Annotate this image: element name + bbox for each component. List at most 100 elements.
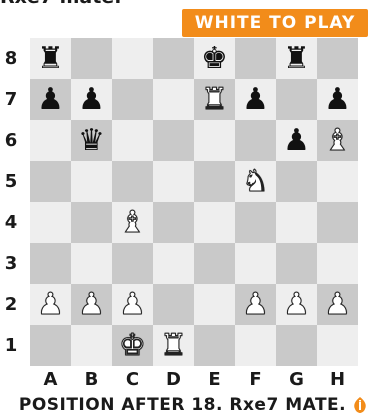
square-e6[interactable]	[194, 120, 235, 161]
white-bishop-icon[interactable]: ♝	[324, 126, 351, 156]
square-h6[interactable]: ♝	[317, 120, 358, 161]
file-label-d: D	[153, 368, 194, 390]
square-e3[interactable]	[194, 243, 235, 284]
rank-label-6: 6	[2, 120, 20, 161]
square-a4[interactable]	[30, 202, 71, 243]
square-f8[interactable]	[235, 38, 276, 79]
white-bishop-icon[interactable]: ♝	[119, 208, 146, 238]
square-f7[interactable]: ♟	[235, 79, 276, 120]
white-rook-icon[interactable]: ♜	[160, 331, 187, 361]
square-b1[interactable]	[71, 325, 112, 366]
black-queen-icon[interactable]: ♛	[78, 126, 105, 156]
square-f6[interactable]	[235, 120, 276, 161]
white-pawn-icon[interactable]: ♟	[324, 290, 351, 320]
black-pawn-icon[interactable]: ♟	[283, 126, 310, 156]
white-pawn-icon[interactable]: ♟	[242, 290, 269, 320]
square-f4[interactable]	[235, 202, 276, 243]
square-a5[interactable]	[30, 161, 71, 202]
square-e1[interactable]	[194, 325, 235, 366]
file-label-g: G	[276, 368, 317, 390]
square-c5[interactable]	[112, 161, 153, 202]
square-e7[interactable]: ♜	[194, 79, 235, 120]
square-c8[interactable]	[112, 38, 153, 79]
square-f1[interactable]	[235, 325, 276, 366]
square-b2[interactable]: ♟	[71, 284, 112, 325]
square-h2[interactable]: ♟	[317, 284, 358, 325]
square-g5[interactable]	[276, 161, 317, 202]
orange-leaf-icon	[352, 396, 368, 414]
square-f5[interactable]: ♞	[235, 161, 276, 202]
square-b8[interactable]	[71, 38, 112, 79]
square-d7[interactable]	[153, 79, 194, 120]
square-h3[interactable]	[317, 243, 358, 284]
file-label-f: F	[235, 368, 276, 390]
black-rook-icon[interactable]: ♜	[283, 44, 310, 74]
square-e8[interactable]: ♚	[194, 38, 235, 79]
white-pawn-icon[interactable]: ♟	[78, 290, 105, 320]
square-h5[interactable]	[317, 161, 358, 202]
square-c6[interactable]	[112, 120, 153, 161]
top-caption: Rxe7 mate.	[0, 0, 121, 8]
square-a6[interactable]	[30, 120, 71, 161]
file-label-e: E	[194, 368, 235, 390]
square-g7[interactable]	[276, 79, 317, 120]
square-d6[interactable]	[153, 120, 194, 161]
file-label-a: A	[30, 368, 71, 390]
square-c2[interactable]: ♟	[112, 284, 153, 325]
square-b3[interactable]	[71, 243, 112, 284]
square-h7[interactable]: ♟	[317, 79, 358, 120]
square-c7[interactable]	[112, 79, 153, 120]
black-rook-icon[interactable]: ♜	[37, 44, 64, 74]
square-g6[interactable]: ♟	[276, 120, 317, 161]
white-rook-icon[interactable]: ♜	[201, 85, 228, 115]
square-c3[interactable]	[112, 243, 153, 284]
rank-label-1: 1	[2, 325, 20, 366]
square-g4[interactable]	[276, 202, 317, 243]
square-g2[interactable]: ♟	[276, 284, 317, 325]
square-h8[interactable]	[317, 38, 358, 79]
square-a1[interactable]	[30, 325, 71, 366]
white-pawn-icon[interactable]: ♟	[37, 290, 64, 320]
square-a2[interactable]: ♟	[30, 284, 71, 325]
square-b6[interactable]: ♛	[71, 120, 112, 161]
black-pawn-icon[interactable]: ♟	[242, 85, 269, 115]
square-a7[interactable]: ♟	[30, 79, 71, 120]
square-d5[interactable]	[153, 161, 194, 202]
square-g1[interactable]	[276, 325, 317, 366]
square-f2[interactable]: ♟	[235, 284, 276, 325]
black-pawn-icon[interactable]: ♟	[324, 85, 351, 115]
square-b4[interactable]	[71, 202, 112, 243]
chess-board: ♜ ♚ ♜ ♟ ♟ ♜ ♟ ♟ ♛ ♟ ♝ ♞ ♝ ♟ ♟ ♟ ♟ ♟ ♟ ♚ ♜	[30, 38, 358, 366]
square-h4[interactable]	[317, 202, 358, 243]
rank-label-3: 3	[2, 243, 20, 284]
file-label-c: C	[112, 368, 153, 390]
square-a8[interactable]: ♜	[30, 38, 71, 79]
black-king-icon[interactable]: ♚	[201, 44, 228, 74]
square-f3[interactable]	[235, 243, 276, 284]
square-b5[interactable]	[71, 161, 112, 202]
square-d3[interactable]	[153, 243, 194, 284]
black-pawn-icon[interactable]: ♟	[78, 85, 105, 115]
position-caption: POSITION AFTER 18. Rxe7 MATE.	[0, 393, 387, 417]
square-d2[interactable]	[153, 284, 194, 325]
square-e4[interactable]	[194, 202, 235, 243]
square-c1[interactable]: ♚	[112, 325, 153, 366]
square-b7[interactable]: ♟	[71, 79, 112, 120]
white-pawn-icon[interactable]: ♟	[119, 290, 146, 320]
square-d8[interactable]	[153, 38, 194, 79]
white-pawn-icon[interactable]: ♟	[283, 290, 310, 320]
white-king-icon[interactable]: ♚	[119, 331, 146, 361]
square-e5[interactable]	[194, 161, 235, 202]
black-pawn-icon[interactable]: ♟	[37, 85, 64, 115]
rank-label-5: 5	[2, 161, 20, 202]
square-d1[interactable]: ♜	[153, 325, 194, 366]
square-c4[interactable]: ♝	[112, 202, 153, 243]
white-knight-icon[interactable]: ♞	[242, 167, 269, 197]
square-h1[interactable]	[317, 325, 358, 366]
square-e2[interactable]	[194, 284, 235, 325]
square-a3[interactable]	[30, 243, 71, 284]
square-d4[interactable]	[153, 202, 194, 243]
square-g3[interactable]	[276, 243, 317, 284]
square-g8[interactable]: ♜	[276, 38, 317, 79]
